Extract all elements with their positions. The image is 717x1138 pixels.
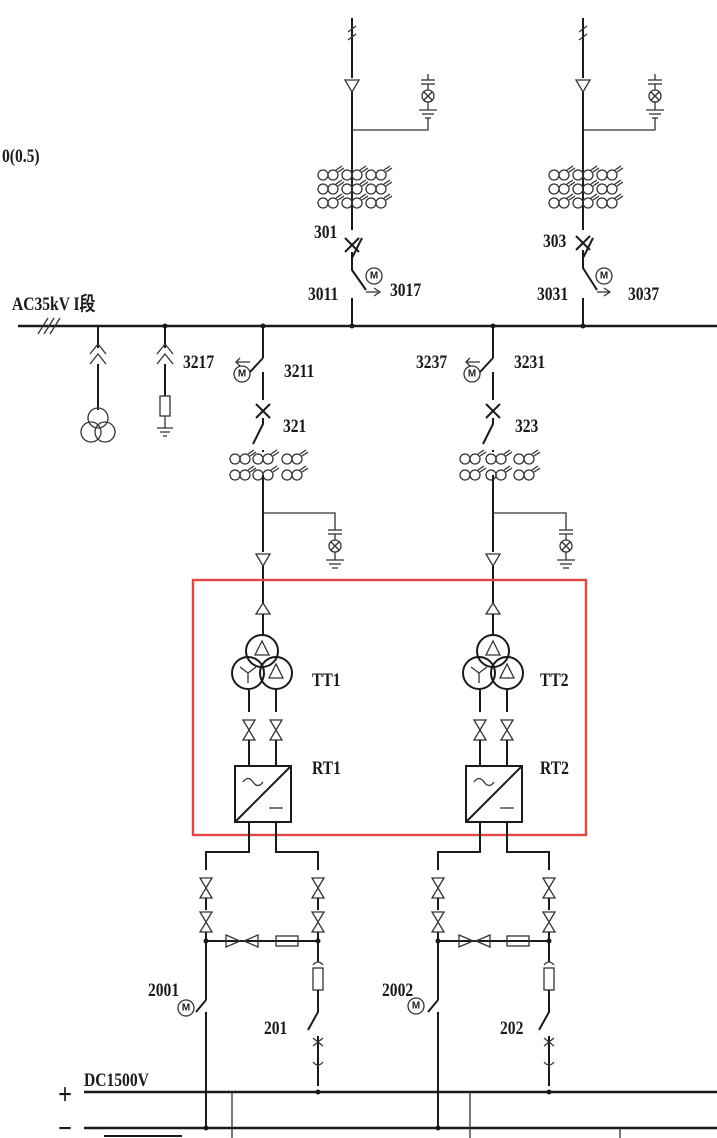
transformer-tt1-label: TT1 (312, 670, 341, 691)
switch-2001-label: 2001 (148, 980, 179, 1001)
motor-2002-letter: M (412, 1001, 420, 1012)
ac-bus (18, 317, 717, 335)
switch-201-label: 201 (264, 1018, 287, 1039)
motor-3231-letter: M (468, 369, 476, 380)
feeder-left (318, 18, 438, 326)
rating-fragment-label: 0(0.5) (2, 146, 40, 167)
highlight-box (191, 578, 588, 837)
switch-3031-label: 3031 (537, 284, 568, 305)
pt-branch (80, 326, 116, 443)
motor-3037-letter: M (600, 271, 608, 282)
rectifier-rt1-label: RT1 (312, 758, 341, 779)
switch-323-label: 323 (515, 416, 539, 437)
switch-3211-label: 3211 (284, 361, 314, 382)
motor-3017-letter: M (370, 271, 378, 282)
switch-3217-label: 3217 (183, 352, 214, 373)
motor-3211-letter: M (238, 369, 246, 380)
dc-plus-label: + (58, 1078, 72, 1111)
arrester-branch (156, 326, 174, 437)
dc-bus (84, 1090, 717, 1138)
bay-2 (460, 326, 576, 823)
bay-1 (230, 326, 345, 823)
dc-branch-left (177, 822, 325, 1131)
switch-321-label: 321 (283, 416, 306, 437)
switch-2002-label: 2002 (382, 980, 413, 1001)
feeder-right (549, 18, 665, 326)
switch-303-label: 303 (543, 231, 567, 252)
switch-3231-label: 3231 (514, 352, 545, 373)
switch-3037-label: 3037 (628, 284, 659, 305)
transformer-tt2-label: TT2 (540, 670, 569, 691)
dc-branch-right (407, 822, 556, 1131)
switch-301-label: 301 (314, 222, 337, 243)
dc-minus-label: − (58, 1112, 72, 1138)
motor-2001-letter: M (182, 1003, 190, 1014)
switch-202-label: 202 (500, 1018, 523, 1039)
dc-bus-label: DC1500V (84, 1070, 149, 1091)
switch-3237-label: 3237 (416, 352, 447, 373)
rectifier-rt2-label: RT2 (540, 758, 569, 779)
switch-3017-label: 3017 (390, 280, 421, 301)
switch-3011-label: 3011 (308, 284, 338, 305)
ac-bus-label: AC35kV I段 (12, 293, 96, 315)
